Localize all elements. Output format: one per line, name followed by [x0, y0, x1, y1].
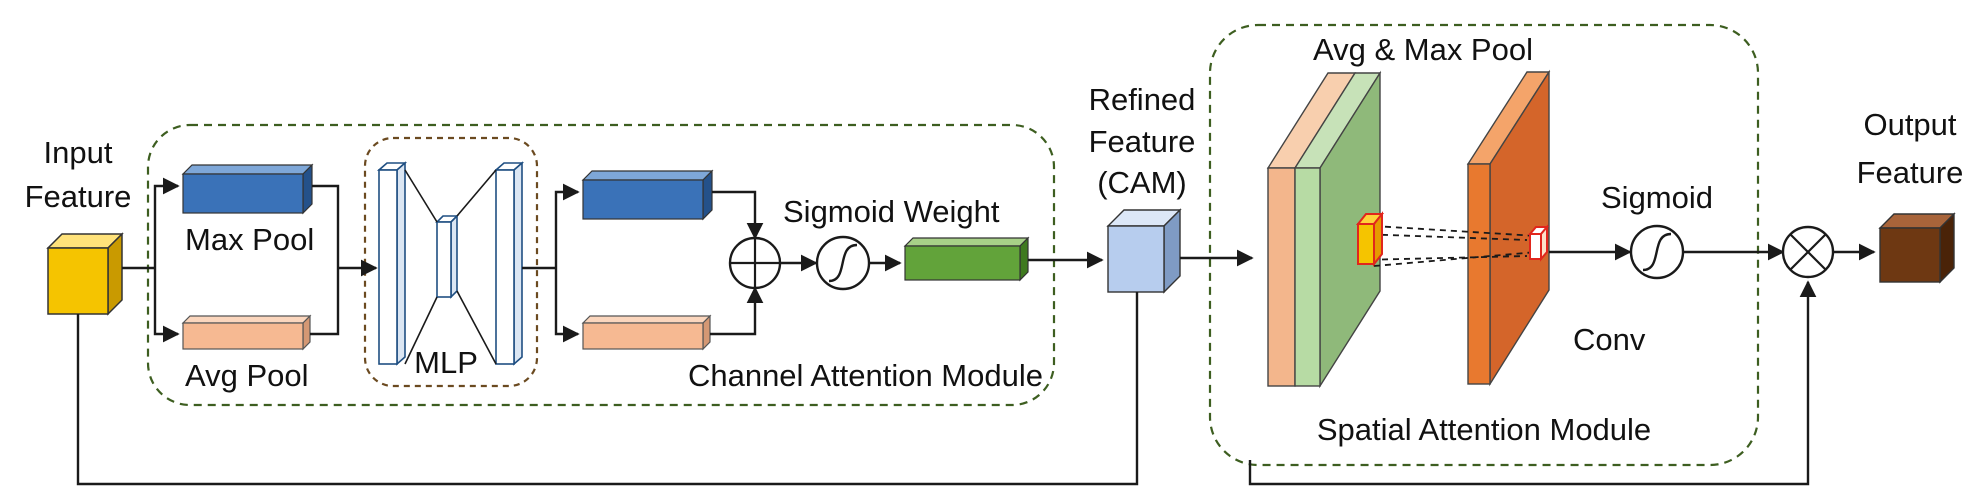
- avg-max-pool-maps: [1266, 70, 1382, 389]
- wire-to-mlp-max-out: [554, 183, 580, 268]
- conv-feature-map: [1466, 69, 1551, 387]
- max-pool-label: Max Pool: [185, 222, 314, 257]
- mlp-avg-output-bar: [581, 314, 712, 351]
- input-feature-cube: [46, 232, 124, 316]
- avg-max-pool-label: Avg & Max Pool: [1313, 32, 1533, 67]
- mlp-network: [376, 161, 525, 366]
- spatial-attention-module-label: Spatial Attention Module: [1317, 412, 1651, 447]
- max-pool-bar: [181, 163, 314, 215]
- element-wise-sum-icon: [728, 236, 782, 290]
- element-wise-multiply-icon: [1781, 225, 1835, 279]
- refined-feature-label-line3: (CAM): [1097, 165, 1187, 200]
- wire-max-to-sum: [712, 190, 764, 240]
- output-feature-cube: [1878, 212, 1956, 284]
- sigmoid-icon-spatial: [1629, 224, 1685, 280]
- input-feature-label-line2: Feature: [25, 179, 132, 214]
- kernel-window-icon: [1355, 211, 1385, 267]
- wire-avg-pool-to-mlp: [310, 268, 340, 336]
- conv-kernel-projection: [1359, 225, 1538, 267]
- spatial-attention-module-box: [1208, 23, 1760, 467]
- input-feature-label-line1: Input: [44, 135, 113, 170]
- wire-to-mlp-avg-out: [554, 268, 580, 343]
- avg-pool-bar: [181, 314, 312, 351]
- skip-connection-spatial-to-multiply: [1248, 280, 1817, 486]
- refined-feature-label-line2: Feature: [1089, 124, 1196, 159]
- refined-feature-cube: [1106, 208, 1182, 294]
- sigmoid-weight-bar: [903, 236, 1030, 282]
- sigmoid-weight-label: Sigmoid Weight: [783, 194, 1000, 229]
- sigmoid-label: Sigmoid: [1601, 180, 1713, 215]
- channel-attention-module-label: Channel Attention Module: [688, 358, 1043, 393]
- mlp-label: MLP: [414, 345, 478, 380]
- skip-connection-input-to-refined: [76, 292, 1139, 486]
- wire-max-pool-to-mlp: [312, 184, 340, 268]
- mlp-max-output-bar: [581, 169, 714, 221]
- channel-attention-module-box: [146, 123, 1056, 407]
- sigmoid-icon: [815, 235, 871, 291]
- avg-pool-label: Avg Pool: [185, 358, 309, 393]
- wire-to-avg-pool: [153, 268, 180, 343]
- wire-to-max-pool: [153, 177, 180, 268]
- conv-label: Conv: [1573, 322, 1646, 357]
- wire-avg-to-sum: [710, 286, 764, 336]
- refined-feature-label-line1: Refined: [1089, 82, 1196, 117]
- conv-output-pixel-icon: [1527, 224, 1550, 262]
- output-feature-label-line2: Feature: [1857, 155, 1964, 190]
- output-feature-label-line1: Output: [1863, 107, 1956, 142]
